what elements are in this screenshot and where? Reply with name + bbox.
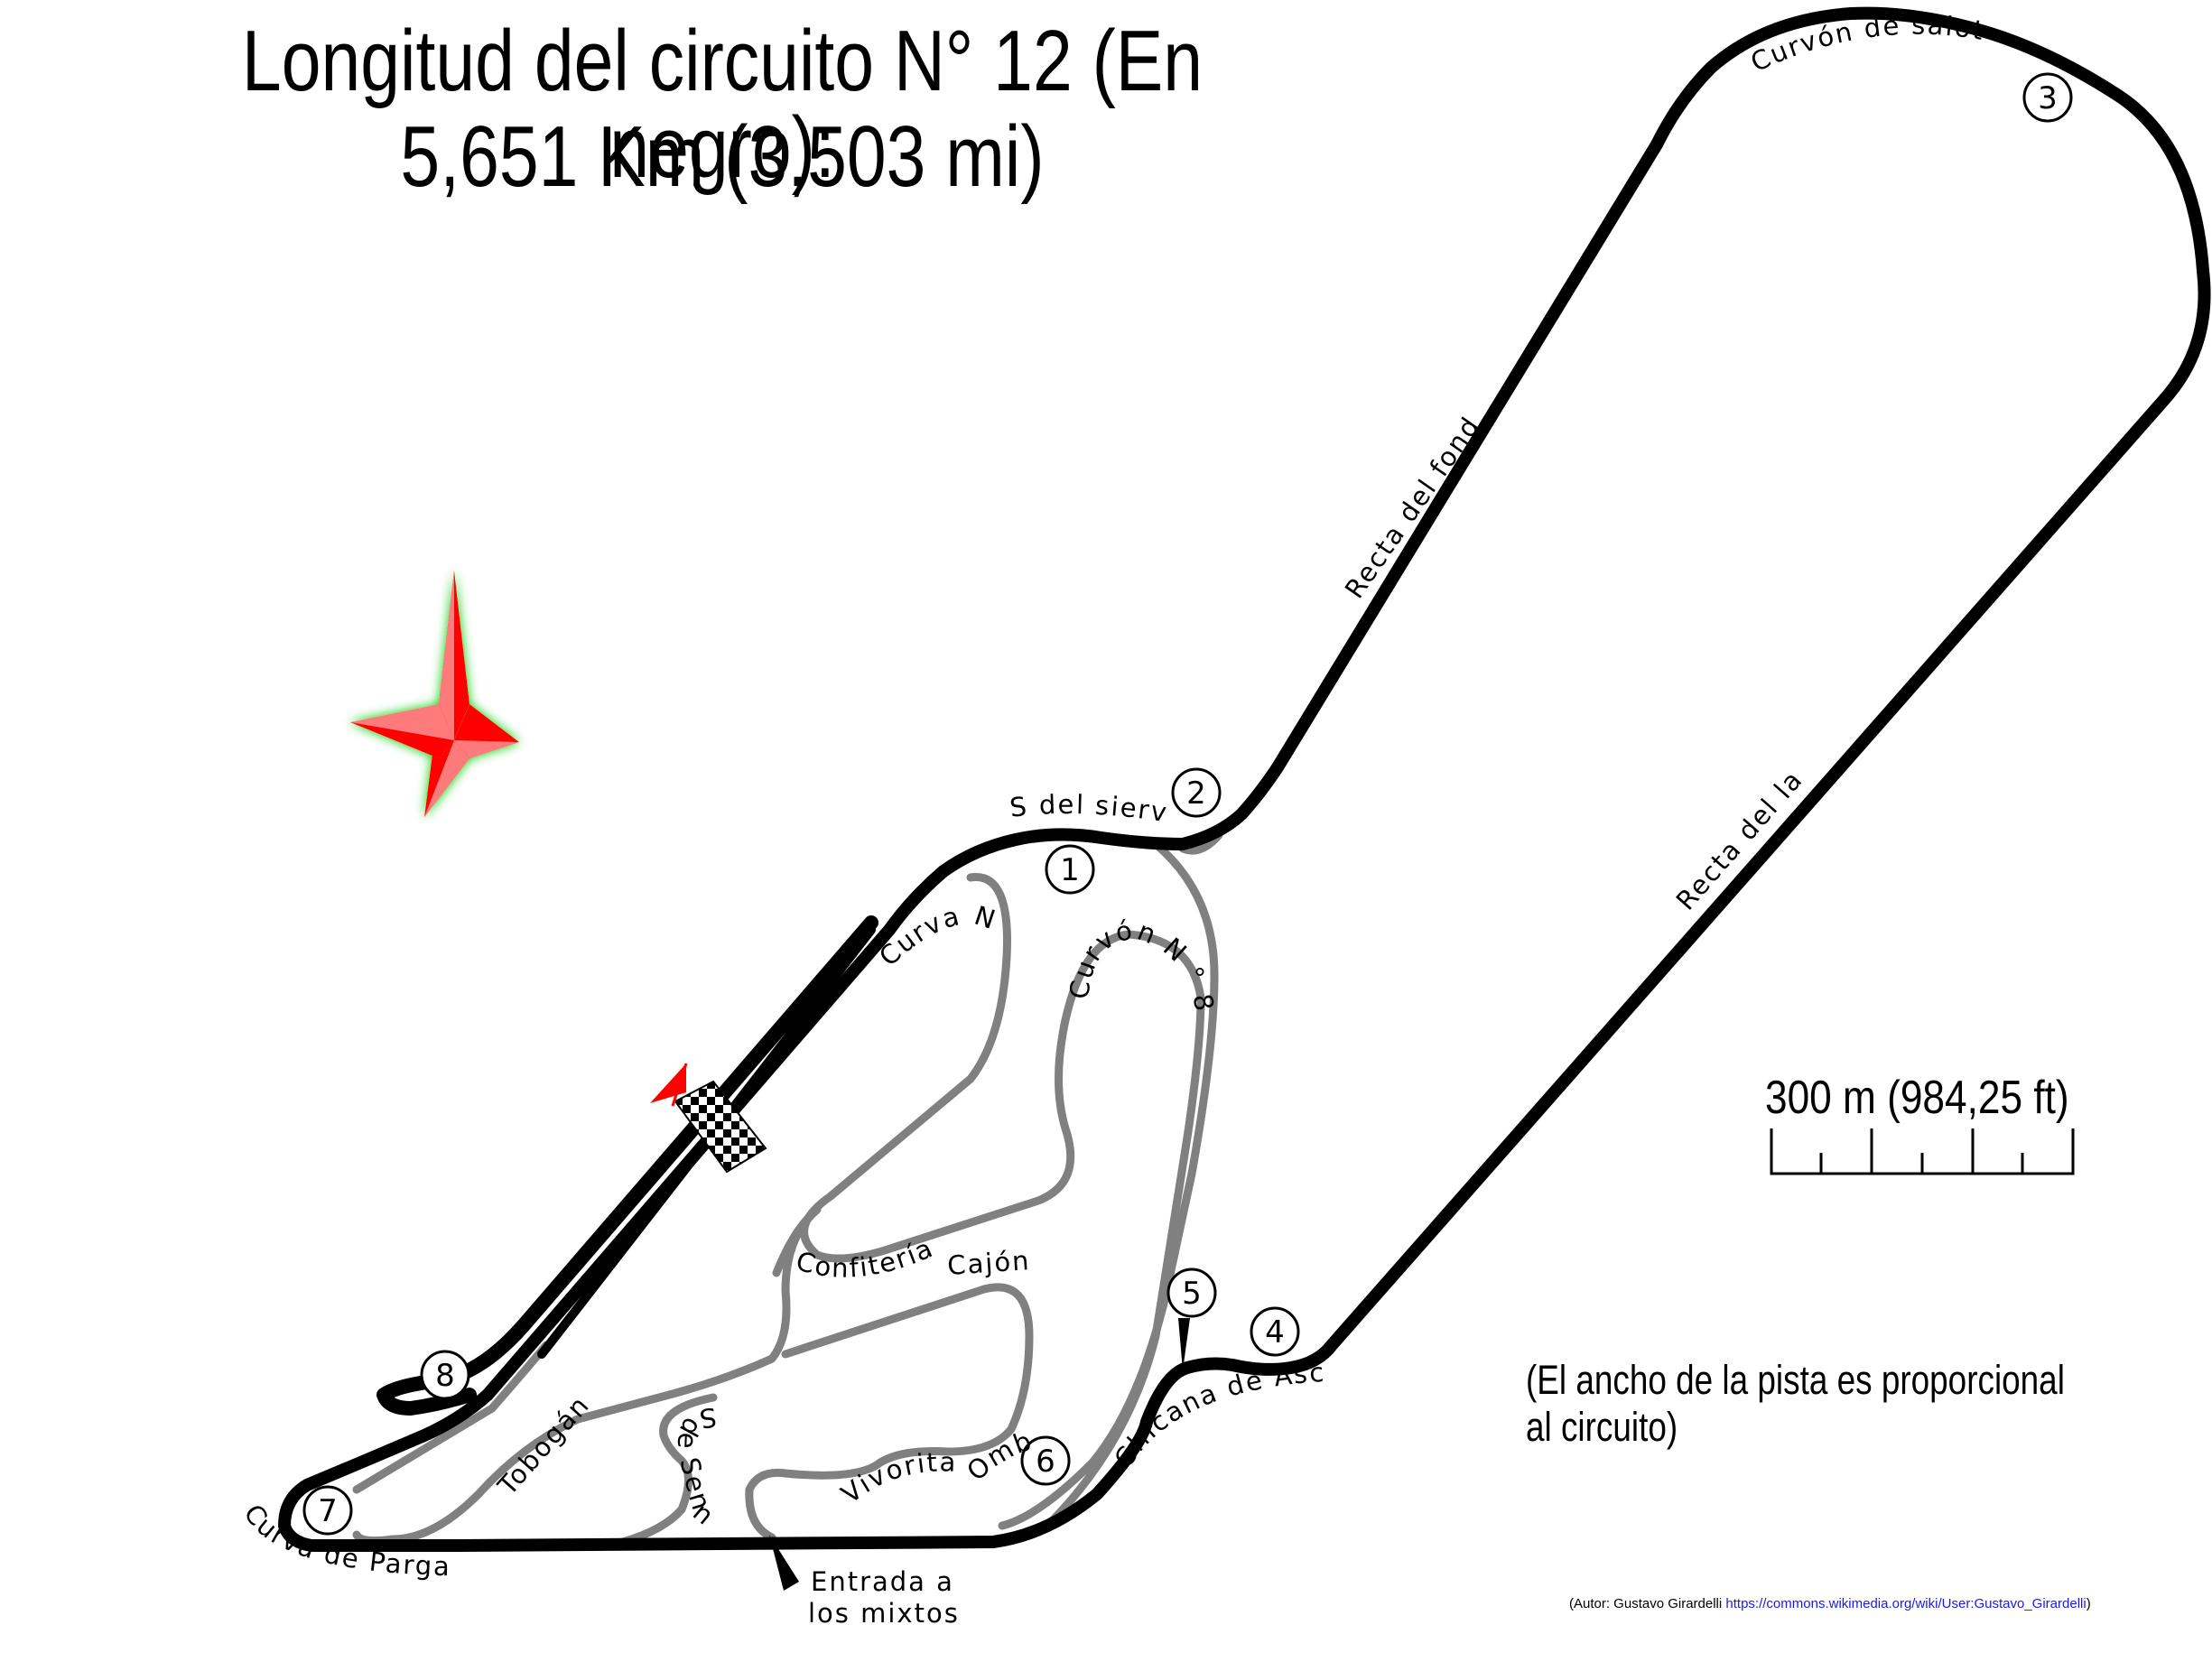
turn-marker-4	[1250, 1306, 1300, 1357]
svg-text:S de Senna: S de Senna	[0, 0, 721, 1532]
page-title-line1: Longitud del circuito N° 12 (En negro):	[241, 13, 1204, 196]
svg-text:Recta del fondo: Recta del fondo	[0, 0, 1486, 604]
turn-marker-6	[1020, 1435, 1071, 1486]
svg-text:S del siervo: S del siervo	[0, 0, 1170, 828]
svg-text:Chicana de Ascari: Chicana de Ascari	[0, 0, 1324, 1473]
compass-rose-icon	[350, 571, 519, 817]
svg-text:Recta del lago: Recta del lago	[0, 0, 1809, 916]
author-link[interactable]: https://commons.wikimedia.org/wiki/User:…	[1725, 1596, 2087, 1611]
turn-marker-2	[1171, 767, 1222, 818]
svg-text:Curva N ° 1: Curva N ° 1	[0, 0, 1016, 972]
label-curvon-salotto: Curvón de salotto	[0, 0, 1985, 78]
turn-number-4: 4	[1265, 1314, 1285, 1351]
label-s-siervo: S del siervo	[0, 0, 1168, 828]
label-entrada-line1: Entrada a	[811, 1566, 954, 1597]
scale-label: 300 m (984,25 ft)	[1765, 1072, 2069, 1124]
svg-text:Vivorita: Vivorita	[835, 1446, 957, 1509]
svg-text:Confitería: Confitería	[793, 1232, 938, 1284]
label-entrada-line2: los mixtos	[808, 1598, 960, 1629]
turn-number-6: 6	[1036, 1444, 1055, 1480]
label-s-senna: S de Senna	[0, 0, 720, 1532]
other-track-layouts	[352, 831, 1223, 1546]
checkered-flag-icon	[674, 1080, 767, 1174]
author-prefix: (Autor: Gustavo Girardelli	[1569, 1596, 1726, 1611]
label-curva-n1: Curva N ° 1	[0, 0, 1014, 972]
label-chicana-ascari: Chicana de Ascari	[0, 0, 1324, 1473]
author-credit: (Autor: Gustavo Girardelli https://commo…	[1569, 1596, 2091, 1611]
label-tobogan: Tobogán	[491, 1389, 594, 1502]
turn-number-3: 3	[2038, 80, 2058, 116]
pit-entry-marker	[769, 1535, 799, 1591]
author-suffix: )	[2086, 1596, 2091, 1611]
svg-text:Curvón de salotto: Curvón de salotto	[0, 0, 1987, 78]
page-title-line2: 5,651 Km (3,503 mi)	[400, 108, 1045, 205]
turn-number-2: 2	[1186, 775, 1206, 812]
track-width-note: (El ancho de la pista es proporcional al…	[1526, 1357, 2065, 1450]
turn-marker-1	[1045, 844, 1095, 895]
label-recta-fondo: Recta del fondo	[0, 0, 1484, 604]
label-cajon: Cajón	[946, 1245, 1029, 1281]
main-circuit	[278, 6, 2211, 1552]
turn-marker-5	[1166, 1267, 1217, 1318]
label-confiteria: Confitería	[793, 1232, 936, 1284]
turn-numbers: 1 2 3 4 5 6 7 8	[318, 80, 2058, 1529]
scale-bar	[1770, 1128, 2075, 1175]
label-curvon-n8: Curvón N ° 8	[1064, 915, 1219, 1016]
turn-marker-7	[302, 1485, 353, 1536]
turn-number-8: 8	[435, 1358, 455, 1394]
svg-text:Curvón N ° 8: Curvón N ° 8	[1064, 915, 1221, 1016]
pit-exit-marker	[1178, 1318, 1190, 1370]
turn-markers	[302, 72, 2073, 1536]
label-vivorita: Vivorita	[835, 1446, 955, 1509]
label-recta-lago: Recta del lago	[0, 0, 1808, 916]
turn-number-5: 5	[1182, 1276, 1202, 1312]
svg-text:Cajón: Cajón	[946, 1245, 1031, 1281]
turn-marker-8	[420, 1350, 470, 1400]
turn-marker-3	[2022, 72, 2073, 123]
turn-number-7: 7	[318, 1493, 338, 1529]
turn-number-1: 1	[1060, 852, 1080, 888]
start-flag-icon	[650, 1063, 688, 1107]
svg-text:Tobogán: Tobogán	[491, 1389, 596, 1502]
